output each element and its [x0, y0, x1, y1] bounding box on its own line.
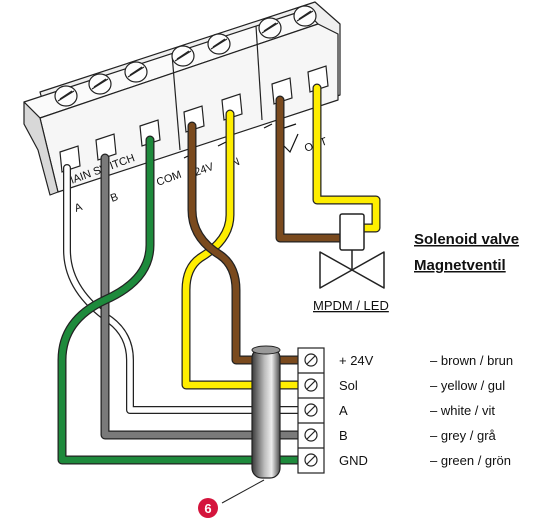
pin-label: Sol — [339, 378, 358, 393]
valve-title-sv: Magnetventil — [414, 257, 506, 274]
wire-green — [57, 135, 310, 465]
screw-head-6 — [258, 17, 282, 39]
connector-legend: + 24V – brown / brun Sol – yellow / gul … — [339, 353, 513, 468]
pin-desc: – green / grön — [430, 453, 511, 468]
screw-head-3 — [124, 61, 148, 83]
pin-label: A — [339, 403, 348, 418]
connector-title: MPDM / LED — [313, 298, 389, 313]
callout-6: 6 — [198, 479, 265, 518]
valve-title-en: Solenoid valve — [414, 231, 519, 248]
wire-grey — [100, 153, 310, 440]
screw-head-1 — [54, 85, 78, 107]
screw-head-4 — [171, 45, 195, 67]
connector-screw-4 — [304, 428, 318, 442]
connector-screw-3 — [304, 403, 318, 417]
screw-head-5 — [207, 33, 231, 55]
connector-screws — [304, 353, 318, 467]
connector-screw-2 — [304, 378, 318, 392]
screw-head-7 — [293, 5, 317, 27]
connector-screw-5 — [304, 453, 318, 467]
wire-yellow-left — [181, 109, 310, 390]
wire-brown-left — [187, 121, 310, 365]
connector-screw-1 — [304, 353, 318, 367]
solenoid-valve-symbol — [319, 213, 385, 289]
pin-label: + 24V — [339, 353, 374, 368]
callout-number: 6 — [204, 501, 211, 516]
screw-head-2 — [88, 73, 112, 95]
wire-white — [63, 164, 309, 414]
wire-yellow-valve — [312, 83, 381, 233]
pin-desc: – grey / grå — [430, 428, 497, 443]
pin-desc: – yellow / gul — [430, 378, 505, 393]
pin-desc: – brown / brun — [430, 353, 513, 368]
pin-label: B — [339, 428, 348, 443]
label-b: B — [109, 191, 120, 205]
terminal-screws — [54, 5, 317, 107]
wire-brown-valve — [275, 95, 345, 243]
pin-desc: – white / vit — [430, 403, 495, 418]
label-a: A — [73, 201, 85, 215]
label-com: COM — [155, 169, 183, 189]
ferrite-core — [251, 345, 281, 479]
pin-label: GND — [339, 453, 368, 468]
